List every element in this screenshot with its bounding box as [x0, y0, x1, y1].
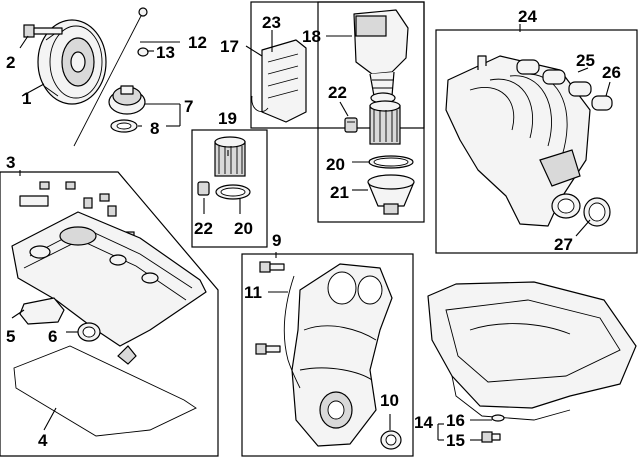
filter-o-ring-lower-hole: [220, 187, 246, 197]
callout-22-upper: 22: [328, 83, 347, 102]
callout-6: 6: [48, 327, 57, 346]
crankshaft-pulley: [37, 19, 107, 105]
group-box-24: [435, 29, 638, 254]
valve-cover: [11, 211, 207, 347]
crankshaft-front-seal-hole: [385, 434, 397, 446]
callout-27: 27: [554, 235, 573, 254]
callout-16: 16: [446, 411, 465, 430]
callout-23: 23: [262, 13, 281, 32]
callout-7: 7: [184, 97, 193, 116]
oil-cooler: [251, 39, 307, 123]
throttle-body-gasket-hole: [588, 202, 606, 222]
callout-19: 19: [218, 109, 237, 128]
pulley-bolt: [23, 24, 63, 38]
valve-cover-grommet: [117, 345, 137, 365]
oil-filter-cap: [367, 174, 415, 215]
spark-plug-tube-seal: [19, 297, 65, 325]
timing-cover-gasket: [283, 275, 301, 389]
oil-filter-housing: [353, 9, 409, 104]
callout-24: 24: [518, 7, 537, 26]
oil-filter-element-upper: [369, 100, 401, 145]
group-box-18: [317, 1, 425, 223]
callout-21: 21: [330, 183, 349, 202]
group-box-3: [0, 171, 219, 457]
callout-20-lower: 20: [234, 219, 253, 238]
timing-cover-bolts: [255, 261, 285, 355]
manifold-gaskets: [516, 59, 613, 111]
group-box-19: [191, 129, 268, 248]
timing-chain-cover: [291, 263, 393, 447]
callout-11: 11: [244, 283, 262, 302]
valve-cover-o-ring-hole: [82, 326, 96, 338]
callout-8: 8: [150, 119, 159, 138]
valve-cover-gasket: [13, 345, 197, 437]
callout-22-lower: 22: [194, 219, 213, 238]
oil-filter-element-lower: [214, 136, 246, 177]
callout-10: 10: [380, 391, 399, 410]
filter-o-ring-upper-hole: [373, 157, 409, 167]
intake-manifold: [445, 55, 591, 227]
callout-4: 4: [38, 431, 48, 450]
callout-20-upper: 20: [326, 155, 345, 174]
oil-pan-drain-plug: [481, 414, 505, 443]
callout-26: 26: [602, 63, 621, 82]
callout-14: 14: [414, 413, 433, 432]
callout-25: 25: [576, 51, 595, 70]
callout-1: 1: [22, 89, 31, 108]
callout-18: 18: [302, 27, 321, 46]
callout-17: 17: [220, 37, 239, 56]
callout-3: 3: [6, 153, 15, 172]
drain-plug-upper: [344, 117, 358, 133]
callout-15: 15: [446, 431, 465, 450]
callout-9: 9: [272, 231, 281, 250]
oil-dipstick: [73, 7, 149, 147]
callout-5: 5: [6, 327, 15, 346]
callout-2: 2: [6, 53, 15, 72]
group-box-9: [241, 253, 414, 457]
drain-plug-lower: [197, 181, 210, 196]
callout-13: 13: [156, 43, 175, 62]
callout-12: 12: [188, 33, 207, 52]
oil-filler-cap: [108, 85, 146, 115]
leader-lines: [11, 24, 611, 441]
filler-cap-seal-hole: [116, 122, 132, 130]
oil-pan: [427, 281, 637, 421]
